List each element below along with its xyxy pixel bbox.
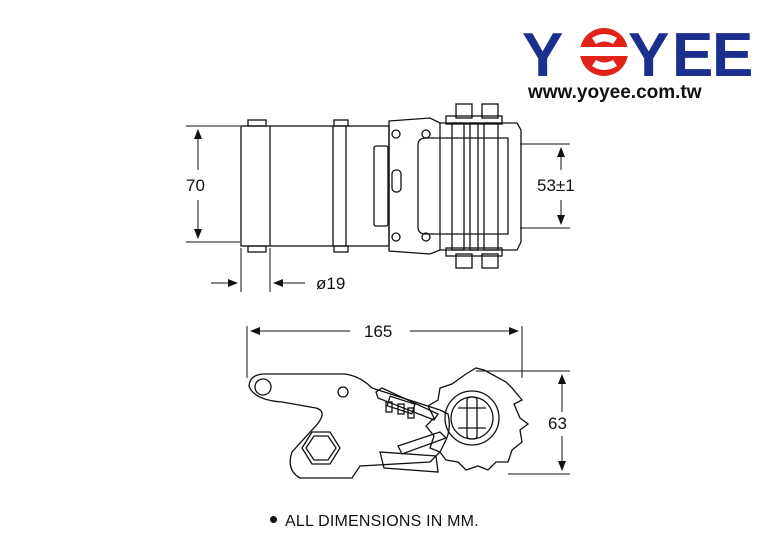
logo-letter-4: E [712,21,753,90]
brand-url: www.yoyee.com.tw [527,82,702,103]
dimensions-note: ALL DIMENSIONS IN MM. [270,513,479,531]
bullet-icon [270,516,277,524]
top-view-dimensions [186,125,570,292]
dim-height-top: 70 [186,176,205,195]
dimensions-note-text: ALL DIMENSIONS IN MM. [285,513,479,530]
dim-inner-width: 53±1 [537,176,575,195]
brand-logo: Y Y E E www.yoyee.com.tw [522,21,753,103]
side-view-dimensions [246,326,570,475]
side-view [248,367,530,479]
logo-globe-icon [579,28,629,76]
logo-letter-3: E [672,21,713,90]
dim-diameter: ø19 [316,274,345,293]
dim-length: 165 [364,322,392,341]
logo-letter-1: Y [522,21,563,90]
dim-height-side: 63 [548,414,567,433]
logo-letter-2: Y [628,21,669,90]
top-view [240,103,522,269]
